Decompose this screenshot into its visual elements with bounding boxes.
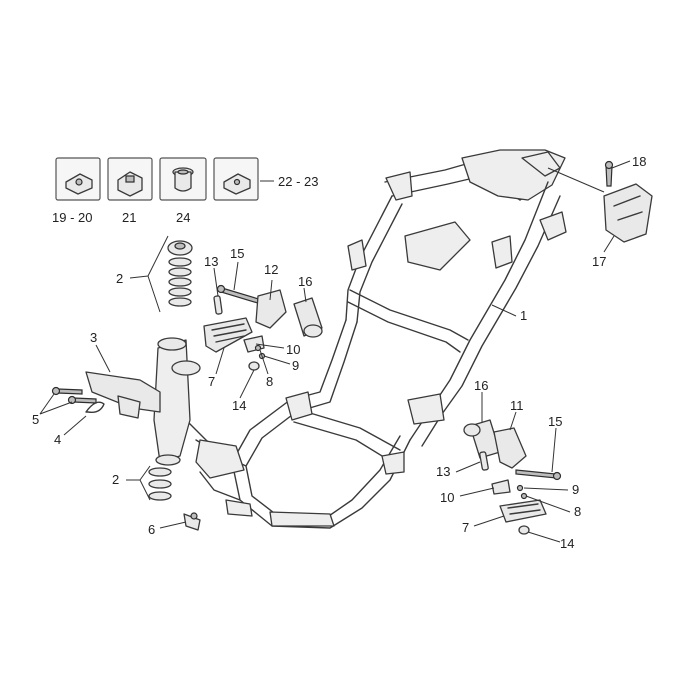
callout-2-upper: 2 bbox=[116, 271, 123, 286]
callout-11: 11 bbox=[510, 398, 524, 413]
callout-16-right: 16 bbox=[474, 378, 488, 393]
callout-15-right: 15 bbox=[548, 414, 562, 429]
bearing-set-upper bbox=[167, 240, 193, 307]
callout-10-right: 10 bbox=[440, 490, 454, 505]
callout-22-23: 22 - 23 bbox=[278, 174, 318, 189]
callout-24: 24 bbox=[176, 210, 190, 225]
callout-3: 3 bbox=[90, 330, 97, 345]
clip-part-4 bbox=[85, 401, 105, 414]
part-box-19-20 bbox=[55, 157, 101, 201]
callout-21: 21 bbox=[122, 210, 136, 225]
callout-1: 1 bbox=[520, 308, 527, 323]
callout-7-left: 7 bbox=[208, 374, 215, 389]
callout-7-right: 7 bbox=[462, 520, 469, 535]
bolt-part-5 bbox=[51, 386, 97, 405]
rear-cover-part-17 bbox=[603, 183, 653, 243]
callout-17: 17 bbox=[592, 254, 606, 269]
callout-15-left: 15 bbox=[230, 246, 244, 261]
callout-10-left: 10 bbox=[286, 342, 300, 357]
callout-8-left: 8 bbox=[266, 374, 273, 389]
callout-2-lower: 2 bbox=[112, 472, 119, 487]
main-frame bbox=[185, 149, 567, 529]
callout-5: 5 bbox=[32, 412, 39, 427]
callout-9-left: 9 bbox=[292, 358, 299, 373]
callout-16-left: 16 bbox=[298, 274, 312, 289]
callout-9-right: 9 bbox=[572, 482, 579, 497]
right-footrest-set bbox=[463, 419, 562, 535]
callout-13-left: 13 bbox=[204, 254, 218, 269]
callout-4: 4 bbox=[54, 432, 61, 447]
leader-lines bbox=[39, 160, 631, 543]
callout-12: 12 bbox=[264, 262, 278, 277]
part-box-21 bbox=[107, 157, 153, 201]
callout-14-right: 14 bbox=[560, 536, 574, 551]
left-footrest-set bbox=[203, 284, 323, 371]
front-bracket-part-3 bbox=[85, 360, 201, 419]
callout-13-right: 13 bbox=[436, 464, 450, 479]
callout-14-left: 14 bbox=[232, 398, 246, 413]
callout-6: 6 bbox=[148, 522, 155, 537]
callout-19-20: 19 - 20 bbox=[52, 210, 92, 225]
callout-8-right: 8 bbox=[574, 504, 581, 519]
screw-part-6 bbox=[183, 512, 201, 531]
screw-part-18 bbox=[604, 160, 614, 187]
callout-18: 18 bbox=[632, 154, 646, 169]
part-box-22-23 bbox=[213, 157, 259, 201]
callout-labels: 1 2 2 3 4 5 6 7 7 8 8 9 9 10 10 11 12 13… bbox=[32, 154, 646, 551]
bearing-set-lower bbox=[148, 467, 172, 501]
part-box-24 bbox=[159, 157, 207, 201]
